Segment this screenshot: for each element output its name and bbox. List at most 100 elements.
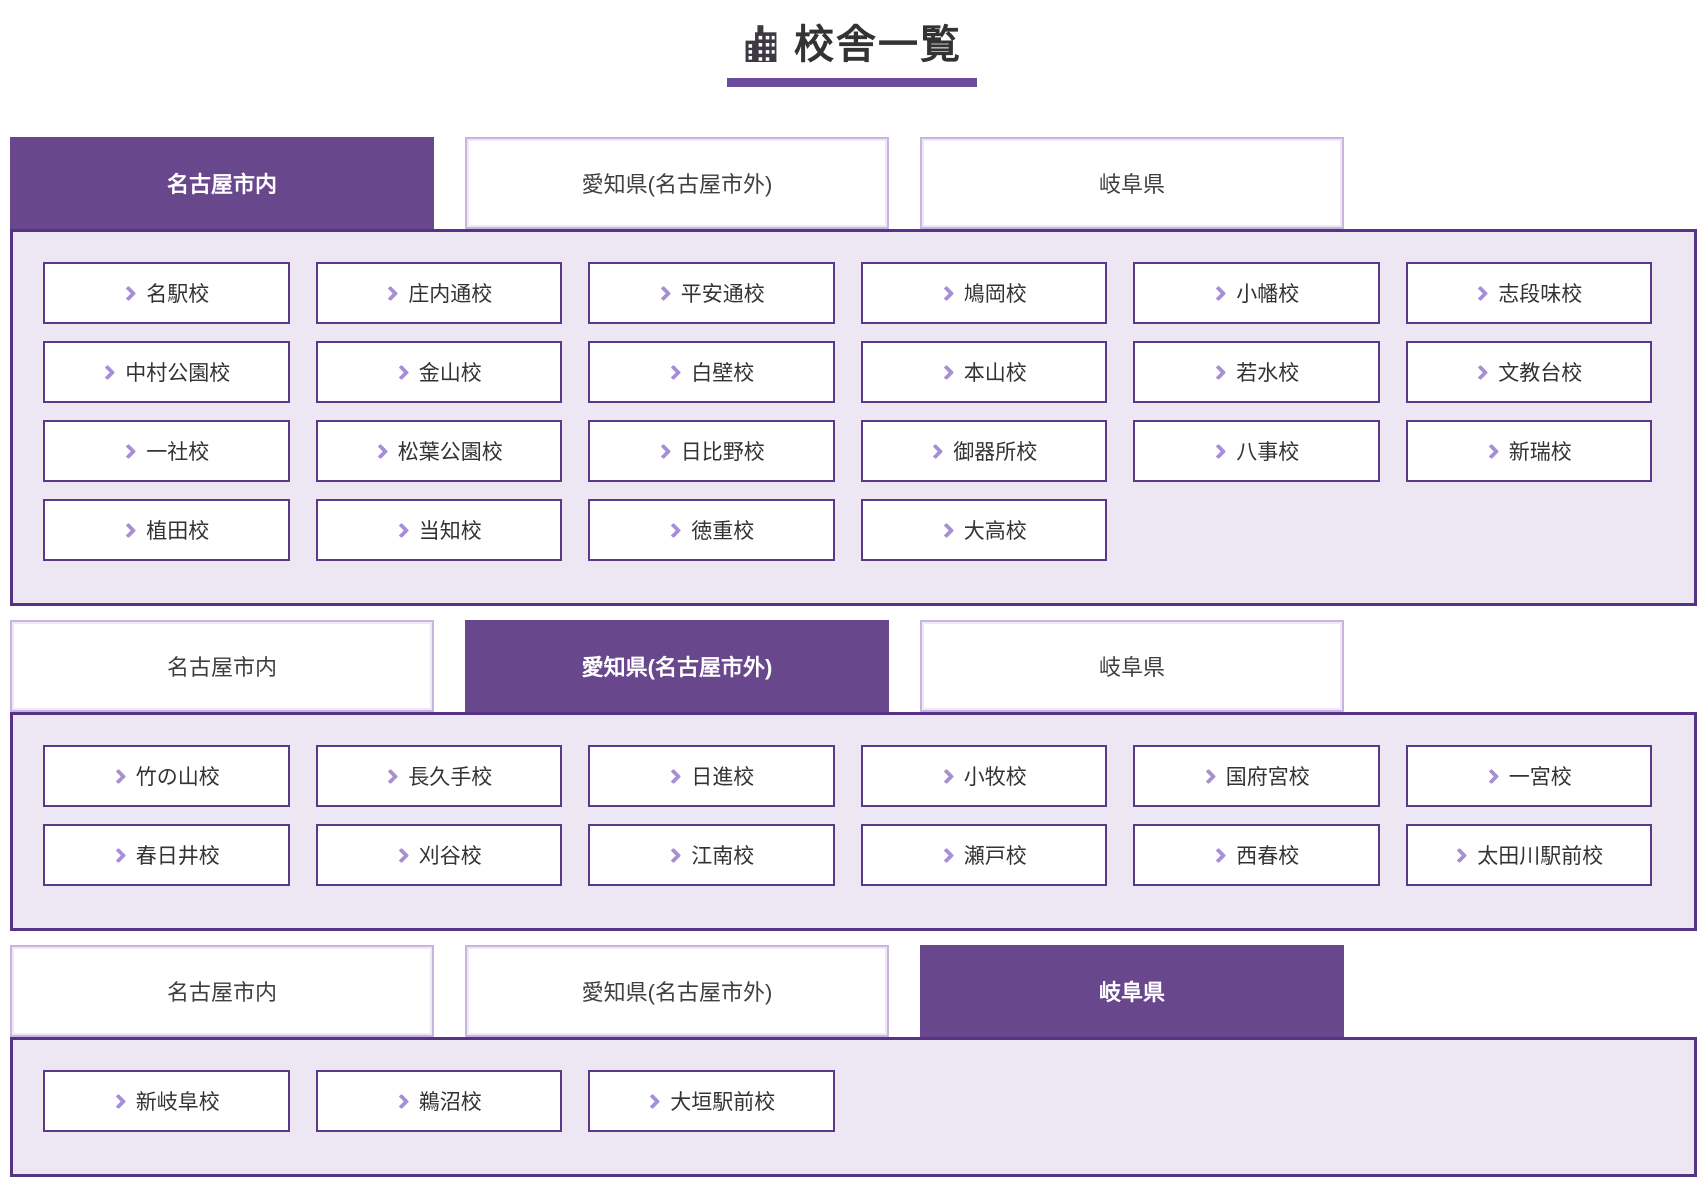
- campus-sections: 名古屋市内 愛知県(名古屋市外) 岐阜県 名駅校 庄内通校 平安通校 鳩岡校 小…: [0, 137, 1704, 1177]
- school-link-unuma[interactable]: 鵜沼校: [315, 1070, 562, 1132]
- tab-aichi-outside[interactable]: 愛知県(名古屋市外): [465, 945, 889, 1037]
- school-link-shingifu[interactable]: 新岐阜校: [43, 1070, 290, 1132]
- chevron-right-icon: [1472, 364, 1489, 381]
- school-label: 新岐阜校: [135, 1091, 220, 1114]
- school-label: 植田校: [146, 520, 210, 543]
- school-label: 文教台校: [1498, 362, 1583, 385]
- school-label: 松葉公園校: [397, 441, 503, 464]
- school-link-ichinomiya[interactable]: 一宮校: [1405, 745, 1652, 807]
- school-label: 若水校: [1236, 362, 1300, 385]
- school-link-aratama[interactable]: 新瑞校: [1405, 420, 1652, 482]
- tab-gifu[interactable]: 岐阜県: [920, 945, 1344, 1037]
- school-link-otagawa-ekimae[interactable]: 太田川駅前校: [1405, 824, 1652, 886]
- chevron-right-icon: [120, 285, 137, 302]
- school-link-hatooka[interactable]: 鳩岡校: [860, 262, 1107, 324]
- school-panel-gifu: 新岐阜校 鵜沼校 大垣駅前校: [10, 1037, 1697, 1177]
- school-link-matsubakoen[interactable]: 松葉公園校: [315, 420, 562, 482]
- chevron-right-icon: [1210, 285, 1227, 302]
- school-link-tochi[interactable]: 当知校: [315, 499, 562, 561]
- chevron-right-icon: [120, 443, 137, 460]
- chevron-right-icon: [938, 768, 955, 785]
- school-label: 瀬戸校: [963, 845, 1027, 868]
- chevron-right-icon: [665, 364, 682, 381]
- school-link-motoyama[interactable]: 本山校: [860, 341, 1107, 403]
- school-link-komaki[interactable]: 小牧校: [860, 745, 1107, 807]
- school-link-bunkyodai[interactable]: 文教台校: [1405, 341, 1652, 403]
- school-link-kariya[interactable]: 刈谷校: [315, 824, 562, 886]
- school-label: 鵜沼校: [418, 1091, 482, 1114]
- chevron-right-icon: [99, 364, 116, 381]
- school-link-nishiharu[interactable]: 西春校: [1133, 824, 1380, 886]
- school-link-nisshin[interactable]: 日進校: [588, 745, 835, 807]
- tab-nagoya-city[interactable]: 名古屋市内: [10, 945, 434, 1037]
- page-title-text: 校舎一覧: [794, 23, 962, 67]
- page-title: 校舎一覧: [742, 12, 962, 70]
- school-label: 西春校: [1236, 845, 1300, 868]
- school-link-konan[interactable]: 江南校: [588, 824, 835, 886]
- chevron-right-icon: [1200, 768, 1217, 785]
- school-label: 一社校: [146, 441, 210, 464]
- school-label: 刈谷校: [418, 845, 482, 868]
- school-link-yagoto[interactable]: 八事校: [1133, 420, 1380, 482]
- school-link-takenoyama[interactable]: 竹の山校: [43, 745, 290, 807]
- school-link-ogaki-ekimae[interactable]: 大垣駅前校: [588, 1070, 835, 1132]
- school-link-ueda[interactable]: 植田校: [43, 499, 290, 561]
- chevron-right-icon: [1451, 847, 1468, 864]
- tab-gifu[interactable]: 岐阜県: [920, 137, 1344, 229]
- school-link-shirakabe[interactable]: 白壁校: [588, 341, 835, 403]
- chevron-right-icon: [382, 285, 399, 302]
- school-label: 日比野校: [680, 441, 765, 464]
- chevron-right-icon: [655, 285, 672, 302]
- chevron-right-icon: [655, 443, 672, 460]
- tab-aichi-outside[interactable]: 愛知県(名古屋市外): [465, 137, 889, 229]
- school-link-shidami[interactable]: 志段味校: [1405, 262, 1652, 324]
- building-icon: [745, 25, 777, 62]
- region-tabs-aichi: 名古屋市内 愛知県(名古屋市外) 岐阜県: [10, 620, 1697, 712]
- chevron-right-icon: [393, 364, 410, 381]
- school-label: 徳重校: [691, 520, 755, 543]
- school-link-kanayama[interactable]: 金山校: [315, 341, 562, 403]
- chevron-right-icon: [938, 285, 955, 302]
- tab-gifu[interactable]: 岐阜県: [920, 620, 1344, 712]
- tab-aichi-outside[interactable]: 愛知県(名古屋市外): [465, 620, 889, 712]
- tab-nagoya-city[interactable]: 名古屋市内: [10, 620, 434, 712]
- school-link-wakamizu[interactable]: 若水校: [1133, 341, 1380, 403]
- school-label: 一宮校: [1508, 766, 1572, 789]
- school-link-nakamurakoen[interactable]: 中村公園校: [43, 341, 290, 403]
- school-label: 大高校: [963, 520, 1027, 543]
- chevron-right-icon: [393, 847, 410, 864]
- chevron-right-icon: [372, 443, 389, 460]
- school-link-meieki[interactable]: 名駅校: [43, 262, 290, 324]
- region-tabs-nagoya: 名古屋市内 愛知県(名古屋市外) 岐阜県: [10, 137, 1697, 229]
- school-link-konomiya[interactable]: 国府宮校: [1133, 745, 1380, 807]
- school-link-shonaidori[interactable]: 庄内通校: [315, 262, 562, 324]
- page-header: 校舎一覧: [0, 0, 1704, 87]
- school-link-heiandori[interactable]: 平安通校: [588, 262, 835, 324]
- chevron-right-icon: [927, 443, 944, 460]
- chevron-right-icon: [120, 522, 137, 539]
- school-link-hibino[interactable]: 日比野校: [588, 420, 835, 482]
- tab-nagoya-city[interactable]: 名古屋市内: [10, 137, 434, 229]
- school-label: 志段味校: [1498, 283, 1583, 306]
- school-link-seto[interactable]: 瀬戸校: [860, 824, 1107, 886]
- school-link-nagakute[interactable]: 長久手校: [315, 745, 562, 807]
- chevron-right-icon: [1210, 847, 1227, 864]
- school-label: 新瑞校: [1508, 441, 1572, 464]
- chevron-right-icon: [393, 1093, 410, 1110]
- school-label: 中村公園校: [125, 362, 231, 385]
- school-label: 平安通校: [680, 283, 765, 306]
- school-label: 当知校: [418, 520, 482, 543]
- school-link-obata[interactable]: 小幡校: [1133, 262, 1380, 324]
- school-label: 小牧校: [963, 766, 1027, 789]
- school-link-issha[interactable]: 一社校: [43, 420, 290, 482]
- chevron-right-icon: [110, 847, 127, 864]
- school-label: 本山校: [963, 362, 1027, 385]
- school-link-gokiso[interactable]: 御器所校: [860, 420, 1107, 482]
- school-label: 鳩岡校: [963, 283, 1027, 306]
- chevron-right-icon: [110, 768, 127, 785]
- school-label: 庄内通校: [408, 283, 493, 306]
- school-link-tokushige[interactable]: 徳重校: [588, 499, 835, 561]
- school-link-kasugai[interactable]: 春日井校: [43, 824, 290, 886]
- school-label: 白壁校: [691, 362, 755, 385]
- school-link-odaka[interactable]: 大高校: [860, 499, 1107, 561]
